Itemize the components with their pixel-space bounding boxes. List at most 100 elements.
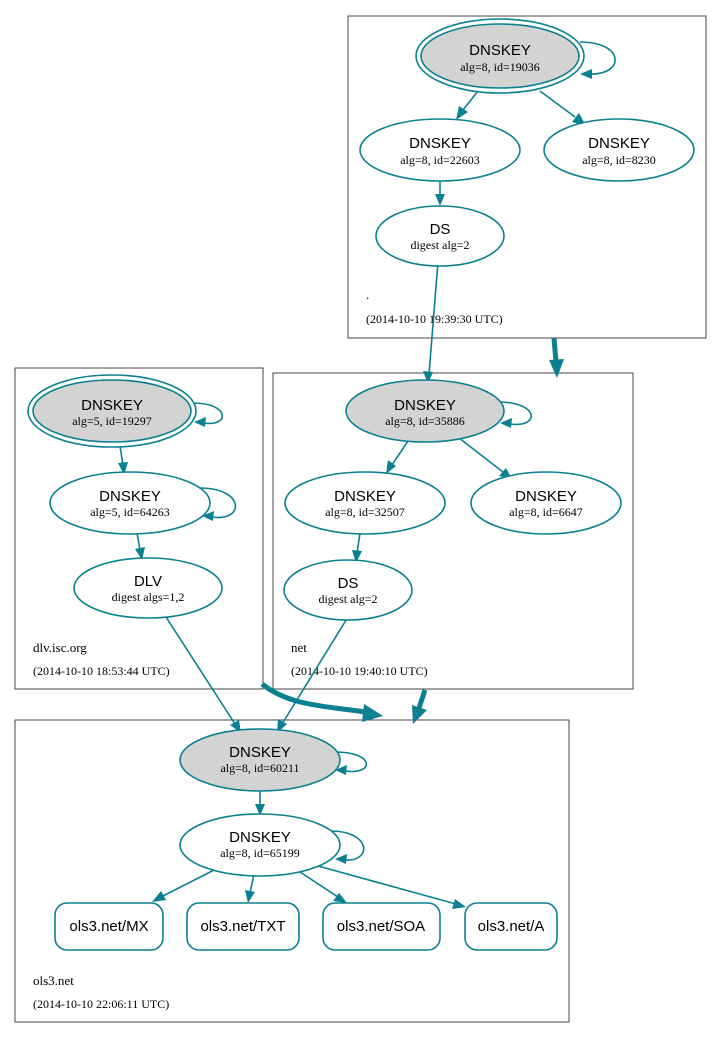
edge-root-ds-to-net-ksk: [428, 261, 439, 375]
node-dlv-zsk: DNSKEY alg=5, id=64263: [49, 471, 211, 535]
record-mx: ols3.net/MX: [54, 902, 164, 951]
delegation-arrows: [260, 337, 564, 724]
node-net-ksk: DNSKEY alg=8, id=35886: [345, 379, 505, 443]
record-txt: ols3.net/TXT: [186, 902, 300, 951]
edge-dlv-zsk-to-dlv: [136, 532, 141, 551]
edge-ols3-zsk-to-txt: [249, 873, 255, 894]
node-net-ds-title: DS: [338, 575, 359, 592]
zone-net-timestamp: (2014-10-10 19:40:10 UTC): [291, 664, 428, 678]
node-dlv-dlv: DLV digest algs=1,2: [73, 557, 223, 619]
record-a-label: ols3.net/A: [478, 918, 545, 935]
delegation-root-to-net-head: [549, 359, 564, 378]
self-loop-ols3-ksk: [334, 751, 368, 773]
node-ols3-ksk-title: DNSKEY: [229, 744, 291, 761]
self-loop-ols3-zsk-head: [335, 854, 347, 864]
node-net-zsk1-detail: alg=8, id=32507: [325, 505, 405, 519]
edge-root-zsk1-to-ds-head: [435, 194, 445, 206]
edge-ols3-zsk-to-soa: [299, 871, 339, 898]
edge-net-ksk-to-zsk2: [458, 437, 504, 473]
node-dlv-dlv-detail: digest algs=1,2: [112, 590, 185, 604]
node-net-zsk2: DNSKEY alg=8, id=6647: [470, 471, 622, 535]
node-net-ds: DS digest alg=2: [283, 559, 413, 621]
edge-net-ds-to-ols3-ksk: [281, 616, 349, 725]
edge-net-ksk-to-zsk1: [391, 440, 409, 466]
record-soa-label: ols3.net/SOA: [337, 918, 425, 935]
zone-net-name: net: [291, 640, 307, 655]
self-loop-root-ksk-head: [580, 69, 592, 79]
record-mx-label: ols3.net/MX: [69, 918, 148, 935]
node-root-ds-title: DS: [430, 221, 451, 238]
node-net-ksk-detail: alg=8, id=35886: [385, 414, 465, 428]
node-root-zsk1: DNSKEY alg=8, id=22603: [359, 118, 521, 182]
node-root-ksk: DNSKEY alg=8, id=19036: [415, 18, 585, 94]
self-loop-dlv-ksk-head: [194, 417, 206, 427]
self-loop-net-ksk: [497, 401, 532, 426]
node-net-zsk1: DNSKEY alg=8, id=32507: [284, 471, 446, 535]
node-dlv-ksk-detail: alg=5, id=19297: [72, 414, 152, 428]
node-dlv-ksk: DNSKEY alg=5, id=19297: [27, 374, 197, 448]
edge-ols3-zsk-to-soa-head: [333, 893, 347, 903]
self-loop-dlv-ksk: [192, 402, 223, 425]
edges: [118, 41, 616, 909]
delegation-net-to-ols3-head: [412, 705, 427, 724]
zone-ols3-timestamp: (2014-10-10 22:06:11 UTC): [33, 997, 169, 1011]
node-root-zsk2-detail: alg=8, id=8230: [582, 153, 656, 167]
node-net-ksk-title: DNSKEY: [394, 397, 456, 414]
delegation-net-to-ols3: [416, 689, 428, 709]
node-root-ds: DS digest alg=2: [375, 205, 505, 267]
edge-root-ds-to-net-ksk-head: [423, 371, 433, 384]
self-loop-root-ksk: [579, 41, 616, 75]
zone-dlv-timestamp: (2014-10-10 18:53:44 UTC): [33, 664, 170, 678]
node-root-ksk-detail: alg=8, id=19036: [460, 60, 540, 74]
edge-ols3-zsk-to-mx: [160, 868, 217, 898]
node-root-zsk2: DNSKEY alg=8, id=8230: [543, 118, 695, 182]
edge-ols3-zsk-to-a-head: [452, 899, 466, 909]
record-soa: ols3.net/SOA: [322, 902, 441, 951]
node-net-ds-detail: digest alg=2: [318, 592, 377, 606]
edge-net-zsk1-to-ds: [356, 532, 361, 554]
edge-net-zsk1-to-ds-head: [352, 550, 362, 563]
node-dlv-zsk-title: DNSKEY: [99, 488, 161, 505]
edge-dlv-to-ols3-ksk: [165, 616, 236, 725]
node-ols3-zsk: DNSKEY alg=8, id=65199: [179, 813, 341, 877]
zone-root-timestamp: (2014-10-10 19:39:30 UTC): [366, 312, 503, 326]
node-ols3-ksk-detail: alg=8, id=60211: [220, 761, 299, 775]
node-root-ksk-title: DNSKEY: [469, 42, 531, 59]
node-ols3-ksk: DNSKEY alg=8, id=60211: [179, 728, 341, 792]
record-txt-label: ols3.net/TXT: [200, 918, 285, 935]
self-loop-ols3-zsk: [329, 830, 365, 861]
edge-dlv-ksk-to-zsk: [119, 445, 124, 466]
edge-root-ksk-to-zsk2: [539, 90, 576, 118]
node-root-zsk1-detail: alg=8, id=22603: [400, 153, 480, 167]
self-loop-ols3-ksk-head: [335, 765, 347, 775]
node-dlv-zsk-detail: alg=5, id=64263: [90, 505, 170, 519]
node-root-zsk2-title: DNSKEY: [588, 135, 650, 152]
delegation-dlv-to-ols3-head: [362, 704, 383, 722]
edge-dlv-ksk-to-zsk-head: [118, 462, 128, 475]
self-loop-net-ksk-head: [500, 418, 512, 428]
node-root-zsk1-title: DNSKEY: [409, 135, 471, 152]
node-dlv-dlv-title: DLV: [134, 573, 162, 590]
record-a: ols3.net/A: [464, 902, 558, 951]
node-ols3-zsk-detail: alg=8, id=65199: [220, 846, 300, 860]
node-dlv-ksk-title: DNSKEY: [81, 397, 143, 414]
node-net-zsk2-title: DNSKEY: [515, 488, 577, 505]
edge-root-ksk-to-zsk1: [462, 90, 479, 111]
node-root-ds-detail: digest alg=2: [410, 238, 469, 252]
delegation-root-to-net: [551, 337, 559, 363]
edge-ols3-ksk-to-zsk-head: [255, 804, 265, 816]
node-ols3-zsk-title: DNSKEY: [229, 829, 291, 846]
zone-ols3-name: ols3.net: [33, 973, 74, 988]
node-net-zsk1-title: DNSKEY: [334, 488, 396, 505]
zone-dlv-name: dlv.isc.org: [33, 640, 87, 655]
edge-ols3-zsk-to-txt-head: [245, 890, 255, 903]
self-loop-dlv-zsk-head: [202, 511, 214, 521]
node-net-zsk2-detail: alg=8, id=6647: [509, 505, 583, 519]
edge-dlv-zsk-to-dlv-head: [135, 547, 145, 560]
delegation-dlv-to-ols3: [260, 682, 366, 715]
edge-ols3-zsk-to-a: [317, 865, 457, 905]
edge-ols3-zsk-to-mx-head: [152, 891, 166, 902]
self-loop-dlv-zsk: [199, 487, 237, 519]
edge-net-ksk-to-zsk1-head: [386, 460, 396, 474]
